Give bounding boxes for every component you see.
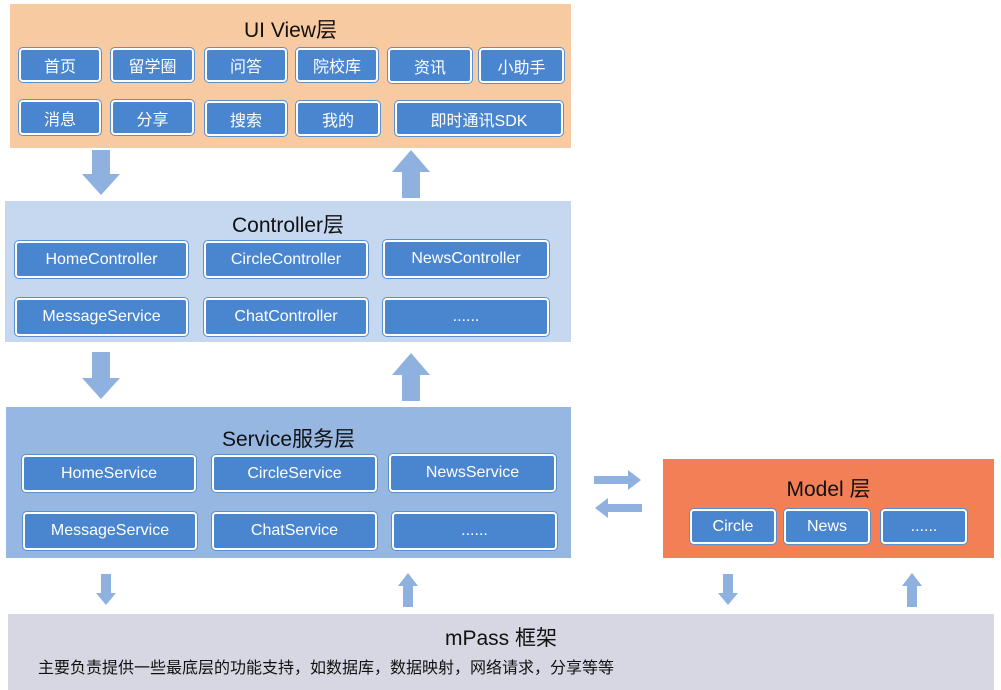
ui-box-assistant: 小助手	[479, 48, 564, 83]
ui-box-news: 资讯	[388, 48, 472, 83]
ui-box-message: 消息	[19, 100, 101, 135]
arrow-left-icon	[594, 498, 642, 518]
arrow-down-icon	[81, 150, 121, 196]
ui-box-mine: 我的	[296, 101, 380, 136]
arrow-right-icon	[594, 470, 642, 490]
service-layer: Service服务层 HomeService CircleService New…	[6, 407, 571, 558]
controller-box-chat: ChatController	[204, 298, 368, 336]
service-box-ellipsis: ......	[392, 512, 557, 550]
model-box-news: News	[784, 509, 870, 544]
arrow-down-icon	[95, 574, 117, 606]
ui-box-home: 首页	[19, 48, 101, 82]
service-box-home: HomeService	[22, 455, 196, 492]
ui-box-school-library: 院校库	[296, 48, 378, 82]
arrow-up-icon	[901, 573, 923, 607]
service-layer-title: Service服务层	[221, 428, 356, 451]
arrow-down-icon	[81, 352, 121, 400]
arrow-down-icon	[717, 574, 739, 606]
model-box-circle: Circle	[690, 509, 776, 544]
ui-view-layer-title: UI View层	[244, 19, 337, 42]
ui-view-layer: UI View层 首页 留学圈 问答 院校库 资讯 小助手 消息 分享 搜索 我…	[10, 4, 571, 148]
model-box-ellipsis: ......	[881, 509, 967, 544]
model-layer: Model 层 Circle News ......	[663, 459, 994, 558]
mpass-framework-layer: mPass 框架 主要负责提供一些最底层的功能支持，如数据库，数据映射，网络请求…	[8, 614, 994, 690]
mpass-layer-description: 主要负责提供一些最底层的功能支持，如数据库，数据映射，网络请求，分享等等	[38, 660, 615, 677]
ui-box-im-sdk: 即时通讯SDK	[395, 101, 563, 136]
arrow-up-icon	[391, 353, 431, 401]
controller-box-news: NewsController	[383, 240, 549, 278]
arrow-up-icon	[397, 573, 419, 607]
arrow-up-icon	[391, 150, 431, 198]
controller-box-circle: CircleController	[204, 241, 368, 278]
controller-layer: Controller层 HomeController CircleControl…	[5, 201, 571, 342]
controller-box-home: HomeController	[15, 241, 188, 278]
service-box-circle: CircleService	[212, 455, 377, 492]
service-box-message: MessageService	[23, 512, 197, 550]
controller-box-message-service: MessageService	[15, 298, 188, 336]
ui-box-search: 搜索	[205, 101, 287, 136]
service-box-chat: ChatService	[212, 512, 377, 550]
controller-box-ellipsis: ......	[383, 298, 549, 336]
ui-box-share: 分享	[111, 100, 194, 135]
mpass-layer-title: mPass 框架	[444, 627, 557, 650]
service-box-news: NewsService	[389, 454, 556, 492]
controller-layer-title: Controller层	[231, 214, 345, 237]
ui-box-circle: 留学圈	[111, 48, 194, 82]
model-layer-title: Model 层	[786, 478, 871, 501]
ui-box-qa: 问答	[205, 48, 287, 82]
